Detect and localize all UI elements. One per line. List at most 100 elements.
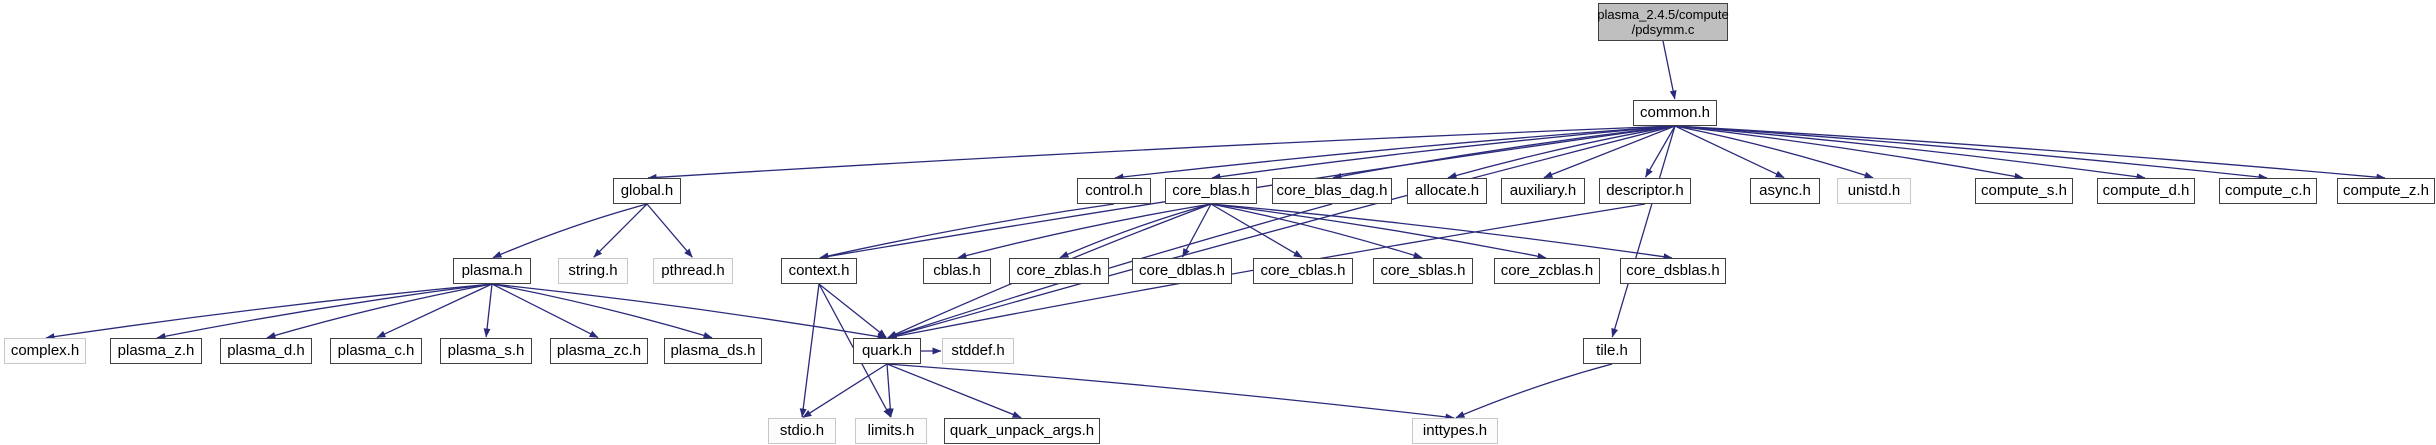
node-auxiliary[interactable]: auxiliary.h — [1501, 178, 1585, 204]
edge-plasma-to-quark — [491, 283, 887, 340]
node-compute_s[interactable]: compute_s.h — [1975, 178, 2073, 204]
node-core_zblas[interactable]: core_zblas.h — [1009, 258, 1109, 284]
node-quark[interactable]: quark.h — [853, 338, 921, 364]
edge-plasma-to-plasma_s — [483, 283, 493, 338]
node-label-compute_s: compute_s.h — [1981, 181, 2067, 199]
edge-quark-to-inttypes — [886, 363, 1455, 421]
node-label-limits: limits.h — [867, 421, 915, 439]
edge-common-to-core_blas — [1211, 125, 1676, 181]
node-label-core_dblas: core_dblas.h — [1139, 261, 1225, 279]
node-label-string: string.h — [568, 261, 618, 279]
edge-plasma-to-plasma_z — [156, 283, 493, 340]
node-core_sblas[interactable]: core_sblas.h — [1373, 258, 1473, 284]
edge-control-to-context — [819, 203, 1115, 260]
node-label-auxiliary: auxiliary.h — [1509, 181, 1577, 199]
edge-global-to-pthread — [646, 203, 693, 258]
edge-core_blas-to-core_zblas — [1059, 203, 1212, 259]
node-string[interactable]: string.h — [558, 258, 628, 284]
edge-core_blas-to-core_dsblas — [1210, 203, 1673, 261]
node-label-async: async.h — [1759, 181, 1811, 199]
node-core_blas_dag[interactable]: core_blas_dag.h — [1272, 178, 1392, 204]
edge-quark-to-stdio — [802, 363, 888, 419]
edge-common-to-quark — [887, 125, 1676, 339]
node-async[interactable]: async.h — [1750, 178, 1820, 204]
node-compute_d[interactable]: compute_d.h — [2097, 178, 2195, 204]
node-stdio[interactable]: stdio.h — [768, 418, 836, 444]
node-label-cblas: cblas.h — [933, 261, 981, 279]
edge-plasma-to-plasma_c — [376, 283, 493, 339]
node-plasma_zc[interactable]: plasma_zc.h — [550, 338, 648, 364]
edge-root-to-common — [1662, 40, 1677, 100]
node-label-quark_unpack_args: quark_unpack_args.h — [949, 421, 1095, 439]
node-compute_c[interactable]: compute_c.h — [2219, 178, 2317, 204]
node-core_dblas[interactable]: core_dblas.h — [1132, 258, 1232, 284]
node-label-plasma: plasma.h — [461, 261, 523, 279]
node-plasma_z[interactable]: plasma_z.h — [110, 338, 202, 364]
node-label-plasma_s: plasma_s.h — [447, 341, 525, 359]
node-allocate[interactable]: allocate.h — [1407, 178, 1487, 204]
node-label-plasma_z: plasma_z.h — [117, 341, 195, 359]
node-plasma_d[interactable]: plasma_d.h — [220, 338, 312, 364]
node-label-tile: tile.h — [1596, 341, 1628, 359]
edge-common-to-auxiliary — [1543, 125, 1676, 179]
node-label-control: control.h — [1085, 181, 1143, 199]
node-tile[interactable]: tile.h — [1583, 338, 1641, 364]
node-unistd[interactable]: unistd.h — [1837, 178, 1911, 204]
node-label-allocate: allocate.h — [1414, 181, 1480, 199]
node-global[interactable]: global.h — [613, 178, 681, 204]
node-label-core_blas: core_blas.h — [1172, 181, 1250, 199]
node-quark_unpack_args[interactable]: quark_unpack_args.h — [944, 418, 1100, 444]
node-limits[interactable]: limits.h — [855, 418, 927, 444]
node-stddef[interactable]: stddef.h — [942, 338, 1014, 364]
node-compute_z[interactable]: compute_z.h — [2337, 178, 2435, 204]
edge-plasma-to-plasma_d — [266, 283, 493, 339]
node-plasma[interactable]: plasma.h — [453, 258, 531, 284]
node-complex[interactable]: complex.h — [4, 338, 86, 364]
node-label-core_cblas: core_cblas.h — [1260, 261, 1346, 279]
edge-plasma-to-complex — [45, 283, 493, 341]
edge-plasma-to-plasma_ds — [491, 283, 713, 339]
node-label-plasma_ds: plasma_ds.h — [670, 341, 756, 359]
edge-core_blas-to-core_zcblas — [1210, 203, 1547, 260]
node-cblas[interactable]: cblas.h — [923, 258, 991, 284]
edge-context-to-stdio — [799, 283, 820, 418]
node-plasma_c[interactable]: plasma_c.h — [330, 338, 422, 364]
edge-context-to-quark — [818, 283, 887, 338]
node-pthread[interactable]: pthread.h — [653, 258, 733, 284]
node-descriptor[interactable]: descriptor.h — [1599, 178, 1691, 204]
node-core_blas[interactable]: core_blas.h — [1165, 178, 1257, 204]
node-core_dsblas[interactable]: core_dsblas.h — [1620, 258, 1726, 284]
edge-core_blas-to-core_sblas — [1210, 203, 1423, 259]
edge-tile-to-inttypes — [1455, 363, 1613, 419]
node-inttypes[interactable]: inttypes.h — [1412, 418, 1498, 444]
node-plasma_ds[interactable]: plasma_ds.h — [664, 338, 762, 364]
node-label-compute_c: compute_c.h — [2225, 181, 2311, 199]
node-plasma_s[interactable]: plasma_s.h — [440, 338, 532, 364]
edge-common-to-allocate — [1447, 125, 1676, 179]
node-label-core_zblas: core_zblas.h — [1016, 261, 1102, 279]
node-core_cblas[interactable]: core_cblas.h — [1253, 258, 1353, 284]
edge-core_blas-to-core_dblas — [1181, 203, 1212, 258]
edge-plasma-to-plasma_zc — [491, 283, 599, 339]
edge-common-to-compute_d — [1674, 125, 2146, 181]
edge-quark-to-limits — [886, 363, 894, 418]
node-label-complex: complex.h — [10, 341, 80, 359]
edge-quark-to-quark_unpack_args — [886, 363, 1022, 419]
node-label-core_dsblas: core_dsblas.h — [1626, 261, 1720, 279]
node-core_zcblas[interactable]: core_zcblas.h — [1494, 258, 1600, 284]
node-common[interactable]: common.h — [1633, 100, 1717, 126]
node-context[interactable]: context.h — [781, 258, 857, 284]
node-label-unistd: unistd.h — [1847, 181, 1901, 199]
node-label-stddef: stddef.h — [951, 341, 1005, 359]
node-control[interactable]: control.h — [1077, 178, 1151, 204]
edge-common-to-control — [1114, 125, 1676, 181]
edge-common-to-descriptor — [1644, 125, 1676, 178]
edge-common-to-compute_c — [1674, 125, 2268, 181]
edge-core_blas_dag-to-quark — [887, 203, 1333, 339]
node-label-core_sblas: core_sblas.h — [1380, 261, 1466, 279]
node-root[interactable]: plasma_2.4.5/compute/pdsymm.c — [1597, 3, 1729, 41]
node-label-compute_z: compute_z.h — [2343, 181, 2429, 199]
edge-common-to-compute_s — [1674, 125, 2024, 180]
